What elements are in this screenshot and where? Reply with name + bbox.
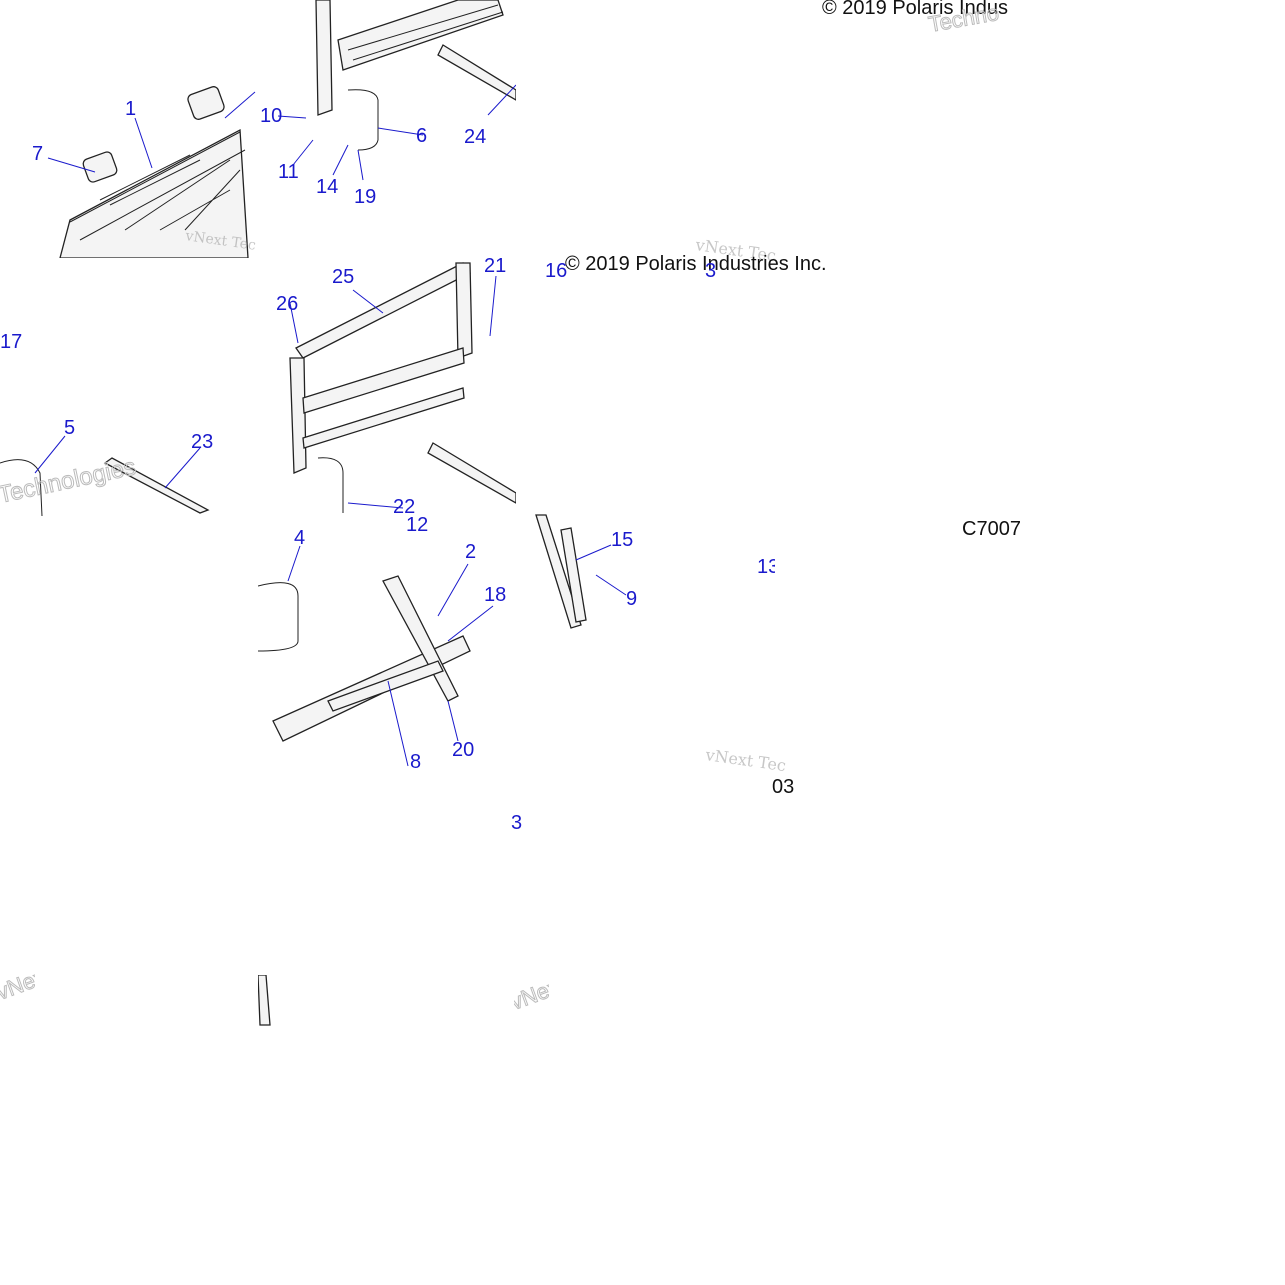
callout-3b: 3 <box>511 812 522 834</box>
callout-2: 2 <box>465 541 476 563</box>
copyright-top: © 2019 Polaris Indus <box>822 0 1008 19</box>
tile-frame-rear: 7 1 vNext Tec <box>0 0 258 258</box>
callout-15: 15 <box>611 529 633 551</box>
tile-copyright-top: © 2019 Polaris Indus Techno <box>770 0 1028 40</box>
bracket-7 <box>82 151 118 183</box>
watermark-logo1-right: vNext <box>514 975 549 1015</box>
tile-copyright-mid: vNext Tec © 2019 Polaris Industries Inc.… <box>545 215 865 285</box>
upper-frame-drawing: 10 11 6 14 19 24 <box>260 0 516 208</box>
callout-16: 16 <box>545 260 567 282</box>
tile-upper-frame: 10 11 6 14 19 24 <box>258 0 516 258</box>
watermark-logo2-left: Technologies <box>0 453 138 509</box>
callout-17: 17 <box>0 331 22 353</box>
callout-5: 5 <box>64 417 75 439</box>
callout-14: 14 <box>316 176 338 198</box>
copyright-top-drawing: © 2019 Polaris Indus Techno <box>822 0 1008 37</box>
tile-rear-bar: 17 5 23 Technologies <box>0 258 258 516</box>
tile-code: C7007 <box>930 510 1030 555</box>
bracket-top <box>187 86 225 120</box>
callout-23: 23 <box>191 431 213 453</box>
callout-11: 11 <box>278 161 299 183</box>
tile-strut: 15 9 <box>516 510 676 640</box>
frame-rear-drawing: 7 1 vNext Tec <box>32 86 257 258</box>
fragment-bolt-drawing <box>258 975 271 1026</box>
fragment-wm-left-drawing: vNext <box>0 961 35 1005</box>
tile-center-frame: 25 26 21 22 <box>258 258 516 516</box>
callout-10: 10 <box>260 105 282 127</box>
callout-9: 9 <box>626 588 637 610</box>
fragment-03-drawing: vNext Tec 03 <box>703 745 794 798</box>
tile-fragment-wm-right: vNext <box>514 975 549 1030</box>
callout-3: 3 <box>705 260 716 282</box>
tile-fragment-wm-left: vNext <box>0 960 35 1030</box>
callout-1: 1 <box>125 98 136 120</box>
tile-fragment-bolt <box>258 975 288 1030</box>
callout-20: 20 <box>452 739 474 761</box>
callout-18: 18 <box>484 584 506 606</box>
callout-25: 25 <box>332 266 354 288</box>
callout-6: 6 <box>416 125 427 147</box>
center-frame-drawing: 25 26 21 22 <box>276 258 516 516</box>
callout-8: 8 <box>410 751 421 773</box>
code-drawing: C7007 <box>962 518 1021 540</box>
fragment-wm-right-drawing: vNext <box>514 975 549 1015</box>
watermark-logo1-left: vNext <box>0 962 35 1005</box>
callout-13: 13 <box>757 556 775 575</box>
fragment-3b-drawing: 3 <box>511 812 522 834</box>
tile-fragment-3b: 3 <box>505 805 535 835</box>
callout-22: 22 <box>393 496 415 516</box>
callout-24: 24 <box>464 126 486 148</box>
tile-fragment-03: vNext Tec 03 <box>700 735 810 800</box>
fragment-13-drawing: 13 <box>757 556 775 575</box>
lower-center-drawing: 4 12 2 18 20 8 <box>258 516 506 773</box>
callout-7: 7 <box>32 143 43 165</box>
callout-12: 12 <box>406 516 428 536</box>
copyright-mid: © 2019 Polaris Industries Inc. <box>565 253 827 275</box>
callout-19: 19 <box>354 186 376 208</box>
tile-lower-center: 4 12 2 18 20 8 <box>258 516 516 774</box>
callout-4: 4 <box>294 527 305 549</box>
drawing-code: C7007 <box>962 518 1021 540</box>
strut-drawing: 15 9 <box>535 514 637 629</box>
callout-21: 21 <box>484 258 506 277</box>
drawing-code-bottom: 03 <box>772 776 794 798</box>
watermark-brand-low: vNext Tec <box>703 745 787 775</box>
callout-26: 26 <box>276 293 298 315</box>
rear-bar-drawing: 17 5 23 Technologies <box>0 331 213 516</box>
tile-fragment-13: 13 <box>755 545 775 575</box>
copyright-mid-drawing: vNext Tec © 2019 Polaris Industries Inc.… <box>545 235 827 282</box>
